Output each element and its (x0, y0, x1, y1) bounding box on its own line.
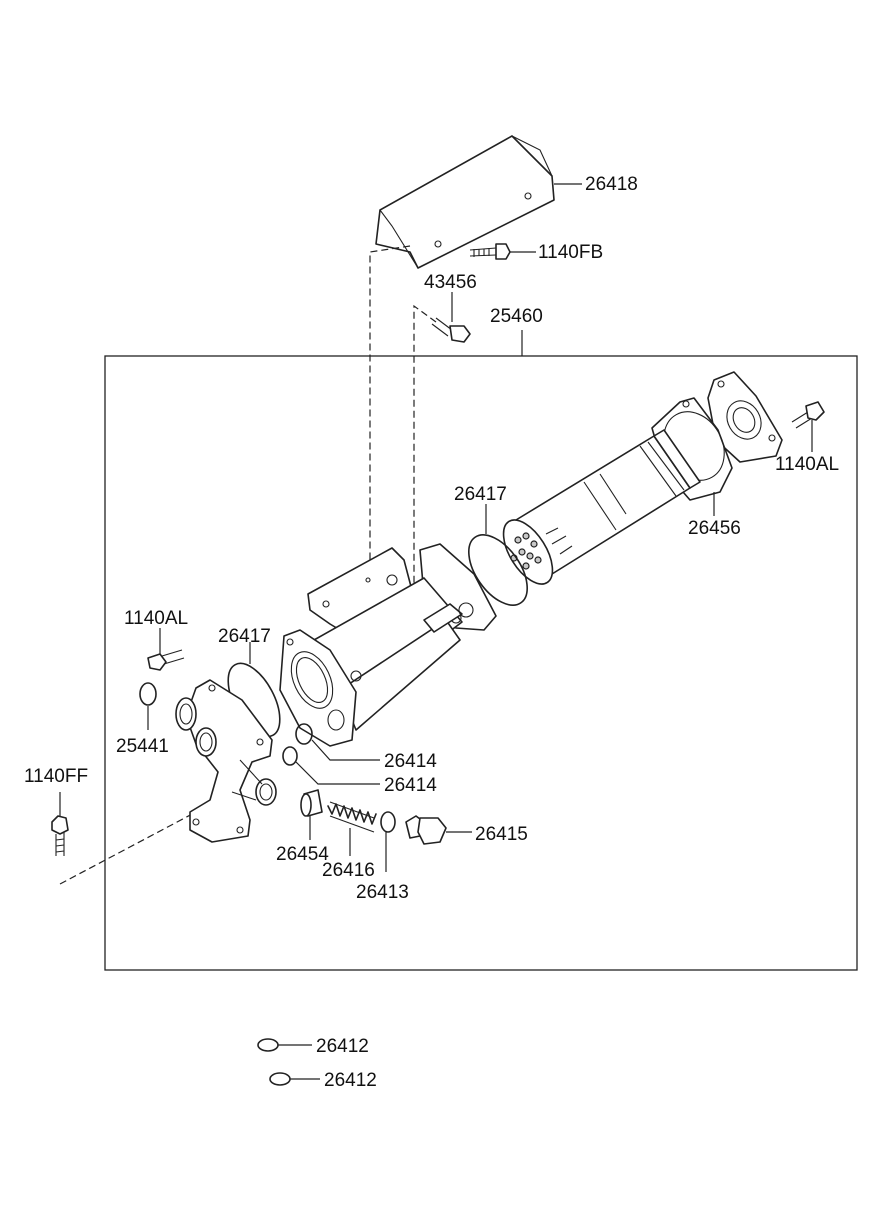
oring-26417-lower-label: 26417 (218, 626, 271, 647)
bolt-1140al-right-part (791, 401, 825, 429)
oring-26414-b-leader (295, 761, 380, 785)
bolt-1140ff-part (51, 815, 69, 856)
bolt-1140al-left-label: 1140AL (124, 608, 188, 629)
end-flange-part (707, 371, 783, 463)
alignment-dash-stud (413, 304, 437, 594)
bolt-1140fb-label: 1140FB (538, 242, 603, 263)
oring-26417-upper-label: 26417 (454, 484, 507, 505)
alignment-dash-shield (369, 245, 411, 670)
alignment-dash-bolt-ff (59, 811, 197, 885)
bolt-1140ff-label: 1140FF (24, 766, 88, 787)
oring-26412-a-part (257, 1038, 279, 1052)
oring-26417-upper-part (468, 534, 528, 606)
bushing-26454-part (300, 789, 323, 817)
assembly-label: 25460 (490, 306, 543, 327)
assembly-frame (104, 355, 858, 971)
oring-26412-b-label: 26412 (324, 1070, 377, 1091)
oring-26414-a-leader (311, 739, 380, 761)
oring-26412-b-part (269, 1072, 291, 1086)
oring-26412-a-label: 26412 (316, 1036, 369, 1057)
oring-25441-label: 25441 (116, 736, 169, 757)
oring-26414-a-part (295, 723, 313, 745)
bolt-1140al-right-label: 1140AL (775, 454, 839, 475)
heat-shield-label: 26418 (585, 174, 638, 195)
spring-26416-part (327, 801, 377, 833)
oring-26413-part (380, 811, 396, 833)
spring-26416-label: 26416 (322, 860, 375, 881)
oring-26414-b-label: 26414 (384, 775, 437, 796)
bolt-1140al-left-part (147, 649, 185, 671)
bushing-26454-label: 26454 (276, 844, 329, 865)
main-housing-part (279, 543, 497, 747)
gasket-26456-label: 26456 (688, 518, 741, 539)
cooler-tube-part (502, 429, 701, 585)
plug-26415-part (405, 815, 447, 845)
inlet-housing-part (175, 679, 277, 843)
bolt-1140fb-part (469, 243, 511, 260)
oring-25441-part (139, 682, 157, 706)
stud-43456-part (431, 317, 471, 343)
oring-26413-label: 26413 (356, 882, 409, 903)
plug-26415-label: 26415 (475, 824, 528, 845)
oring-26414-a-label: 26414 (384, 751, 437, 772)
oring-26414-b-part (282, 746, 298, 766)
stud-43456-label: 43456 (424, 272, 477, 293)
heat-shield-part (375, 135, 555, 269)
